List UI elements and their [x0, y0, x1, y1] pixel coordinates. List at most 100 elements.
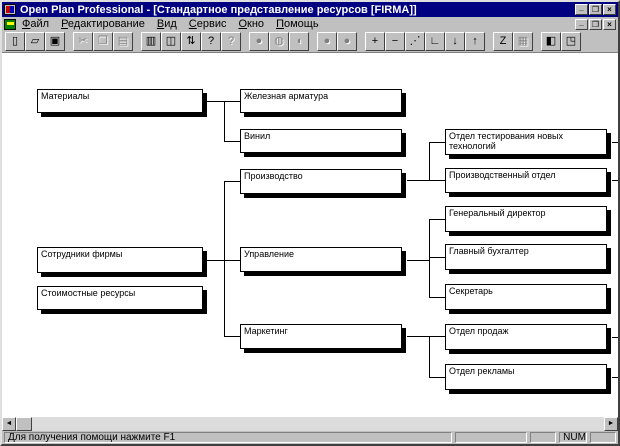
scrollbar-track[interactable]: [32, 417, 604, 431]
status-bar: Для получения помощи нажмите F1 NUM: [2, 431, 618, 444]
print-icon: ▥: [145, 35, 157, 47]
copy-button[interactable]: ❐: [93, 32, 113, 51]
window-split-icon: ◧: [545, 35, 557, 47]
move-down-button[interactable]: ↓: [445, 32, 465, 51]
add-node-icon: +: [371, 35, 379, 47]
paste-button[interactable]: ▤: [113, 32, 133, 51]
horizontal-scrollbar[interactable]: ◄ ►: [2, 417, 618, 431]
context-help-button[interactable]: ?: [221, 32, 241, 51]
connector-line: [429, 142, 430, 181]
move-up-button[interactable]: ↑: [465, 32, 485, 51]
connector-line: [224, 101, 225, 142]
add-node-button[interactable]: +: [365, 32, 385, 51]
diagram-node-vinyl[interactable]: Винил: [240, 129, 402, 153]
link-nodes-button[interactable]: ⋰: [405, 32, 425, 51]
diagram-node-materials[interactable]: Материалы: [37, 89, 203, 113]
menu-file[interactable]: Файл: [22, 18, 50, 30]
open-button[interactable]: ▱: [25, 32, 45, 51]
resource-tool-3-button[interactable]: ◖: [289, 32, 309, 51]
print-preview-button[interactable]: ◫: [161, 32, 181, 51]
diagram-node-general-director[interactable]: Генеральный директор: [445, 206, 607, 232]
help-icon: ?: [207, 35, 215, 47]
print-preview-icon: ◫: [165, 35, 177, 47]
diagram-node-new-tech-testing-dept[interactable]: Отдел тестирования новых технологий: [445, 129, 607, 155]
connector-stub: [612, 377, 618, 378]
diagram-node-management[interactable]: Управление: [240, 247, 402, 272]
connector-line: [429, 257, 445, 258]
connector-line: [207, 101, 240, 102]
print-button[interactable]: ▥: [141, 32, 161, 51]
connector-line: [429, 297, 445, 298]
connector-line: [224, 181, 225, 337]
connector-line: [429, 142, 445, 143]
resource-diagram[interactable]: Материалы Сотрудники фирмы Стоимостные р…: [2, 53, 618, 417]
menu-service[interactable]: Сервис: [188, 18, 227, 30]
resource-tool-4-button[interactable]: ●: [317, 32, 337, 51]
resource-tool-5-button[interactable]: ●: [337, 32, 357, 51]
connector-stub: [612, 337, 618, 338]
scroll-right-button[interactable]: ►: [604, 417, 618, 431]
diagram-node-production[interactable]: Производство: [240, 169, 402, 194]
diagram-node-production-dept[interactable]: Производственный отдел: [445, 168, 607, 193]
diagram-node-chief-accountant[interactable]: Главный бухгалтер: [445, 244, 607, 270]
child-restore-button[interactable]: ❐: [589, 18, 602, 30]
diagram-node-advertising-dept[interactable]: Отдел рекламы: [445, 364, 607, 390]
diagram-node-marketing[interactable]: Маркетинг: [240, 324, 402, 349]
menu-window[interactable]: Окно: [238, 18, 265, 30]
import-export-button[interactable]: ⇅: [181, 32, 201, 51]
paste-icon: ▤: [117, 35, 129, 47]
menu-edit[interactable]: Редактирование: [61, 18, 145, 30]
resource-tool-1-button[interactable]: ●: [249, 32, 269, 51]
scroll-left-icon: ◄: [5, 420, 13, 427]
copy-icon: ❐: [98, 35, 108, 47]
resource-tool-2-button[interactable]: ◍: [269, 32, 289, 51]
diagram-node-sales-dept[interactable]: Отдел продаж: [445, 324, 607, 350]
status-num-indicator: NUM: [559, 432, 588, 443]
new-button[interactable]: ▯: [5, 32, 25, 51]
connector-line: [224, 181, 240, 182]
connector-stub: [612, 180, 618, 181]
zoom-z-button[interactable]: Z: [493, 32, 513, 51]
scroll-left-button[interactable]: ◄: [2, 417, 16, 431]
window-arrange-icon: ◳: [565, 35, 577, 47]
diagram-node-employees[interactable]: Сотрудники фирмы: [37, 247, 203, 273]
window-title: Open Plan Professional - [Стандартное пр…: [20, 3, 417, 16]
remove-node-button[interactable]: −: [385, 32, 405, 51]
hierarchy-steps-button[interactable]: ∟: [425, 32, 445, 51]
restore-button[interactable]: ❐: [589, 4, 602, 15]
diagram-node-iron-fittings[interactable]: Железная арматура: [240, 89, 402, 113]
window-split-button[interactable]: ◧: [541, 32, 561, 51]
new-icon: ▯: [11, 35, 19, 47]
save-button[interactable]: ▣: [45, 32, 65, 51]
hierarchy-steps-icon: ∟: [429, 35, 441, 47]
connector-line: [429, 377, 445, 378]
resource-view-document-icon[interactable]: [4, 18, 16, 30]
context-help-icon: ?: [227, 35, 235, 47]
close-button[interactable]: ×: [603, 4, 616, 15]
status-help-text: Для получения помощи нажмите F1: [4, 432, 453, 443]
zoom-z-icon: Z: [499, 35, 507, 47]
status-panel-3: [530, 432, 557, 443]
connector-line: [429, 219, 430, 298]
child-close-button[interactable]: ×: [603, 18, 616, 30]
cut-button[interactable]: ✂: [73, 32, 93, 51]
help-button[interactable]: ?: [201, 32, 221, 51]
connector-line: [224, 141, 240, 142]
scrollbar-thumb[interactable]: [16, 417, 32, 431]
diagram-node-cost-resources[interactable]: Стоимостные ресурсы: [37, 286, 203, 310]
notes-button[interactable]: ▦: [513, 32, 533, 51]
connector-line: [429, 336, 430, 378]
child-minimize-button[interactable]: _: [575, 18, 588, 30]
connector-line: [224, 336, 240, 337]
scroll-right-icon: ►: [607, 420, 615, 427]
resource-tool-4-icon: ●: [323, 35, 331, 47]
diagram-node-secretary[interactable]: Секретарь: [445, 284, 607, 310]
window-arrange-button[interactable]: ◳: [561, 32, 581, 51]
connector-line: [407, 336, 445, 337]
menu-help[interactable]: Помощь: [276, 18, 319, 30]
menu-view[interactable]: Вид: [156, 18, 177, 30]
move-up-icon: ↑: [472, 35, 478, 47]
minimize-button[interactable]: _: [575, 3, 588, 15]
open-plan-app-icon[interactable]: [4, 4, 16, 15]
